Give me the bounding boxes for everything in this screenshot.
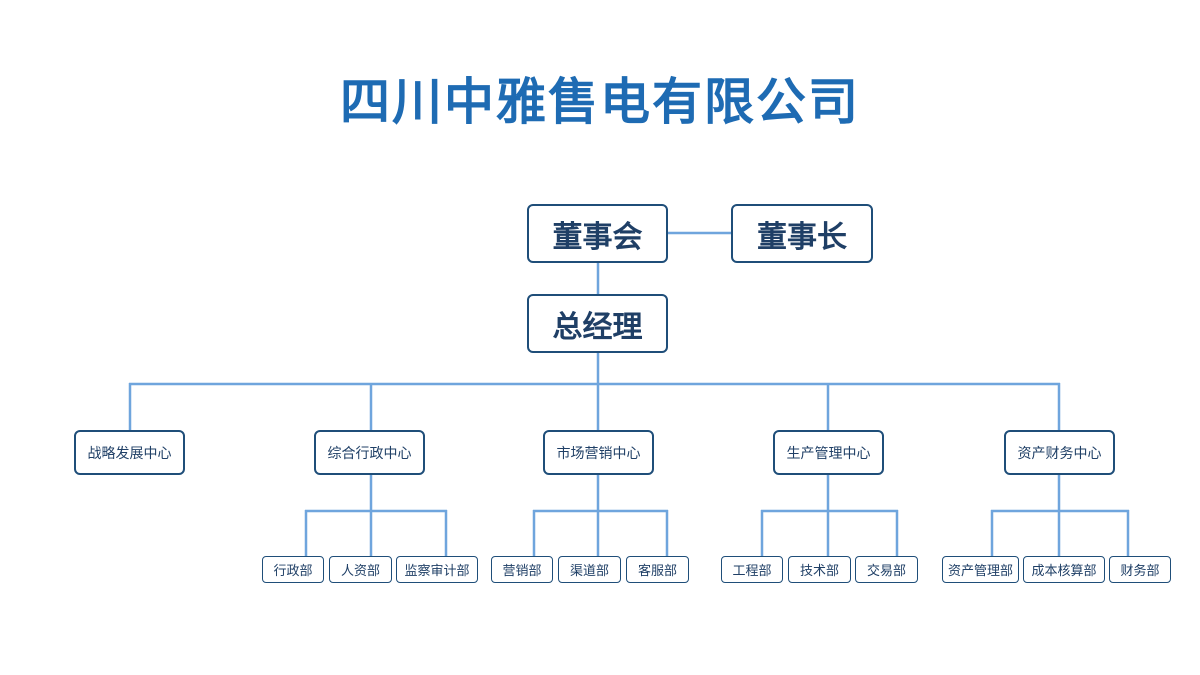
dept-box-asset-mgmt[interactable]: 资产管理部 [942,556,1019,583]
dept-box-sales[interactable]: 营销部 [491,556,553,583]
company-title: 四川中雅售电有限公司 [340,73,860,131]
center-box-marketing[interactable]: 市场营销中心 [543,430,654,475]
chairman-box[interactable]: 董事长 [731,204,873,263]
center-box-production[interactable]: 生产管理中心 [773,430,884,475]
dept-box-customer-service[interactable]: 客服部 [626,556,689,583]
dept-box-technology[interactable]: 技术部 [788,556,851,583]
dept-box-trading[interactable]: 交易部 [855,556,918,583]
dept-box-finance[interactable]: 财务部 [1109,556,1171,583]
dept-box-audit[interactable]: 监察审计部 [396,556,478,583]
center-box-strategy[interactable]: 战略发展中心 [74,430,185,475]
general-manager-box[interactable]: 总经理 [527,294,668,353]
dept-box-engineering[interactable]: 工程部 [721,556,783,583]
center-box-finance[interactable]: 资产财务中心 [1004,430,1115,475]
board-box[interactable]: 董事会 [527,204,668,263]
dept-box-admin-office[interactable]: 行政部 [262,556,324,583]
dept-box-cost-accounting[interactable]: 成本核算部 [1023,556,1105,583]
center-box-admin[interactable]: 综合行政中心 [314,430,425,475]
dept-box-hr[interactable]: 人资部 [329,556,392,583]
dept-box-channel[interactable]: 渠道部 [558,556,621,583]
